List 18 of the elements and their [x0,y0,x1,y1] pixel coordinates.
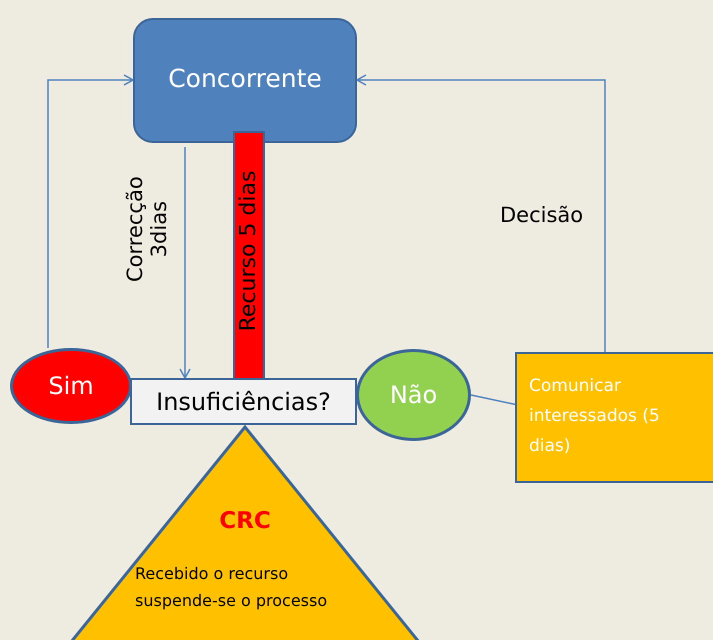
node-label: Não [390,381,438,409]
connector-arrow [356,74,606,352]
vertical-bar [233,131,265,380]
edge-label: Decisão [500,203,584,228]
node-label: Sim [48,372,94,400]
triangle-text: Recebido o recurso suspende-se o processo [135,563,328,612]
triangle-title: CRC [219,508,271,534]
process-box [133,18,357,143]
node-label: Comunicar interessados (5 dias) [529,375,661,458]
edge-label: Correcção 3dias [122,175,172,284]
bar-label: Recurso 5 dias [238,170,260,332]
connector-arrow [179,147,191,379]
connector-arrow [47,74,134,348]
process-box [515,352,713,483]
node-label: Concorrente [168,64,322,93]
node-label: Insuficiências? [156,388,331,416]
question-box [130,378,357,425]
connector-line [470,394,516,406]
